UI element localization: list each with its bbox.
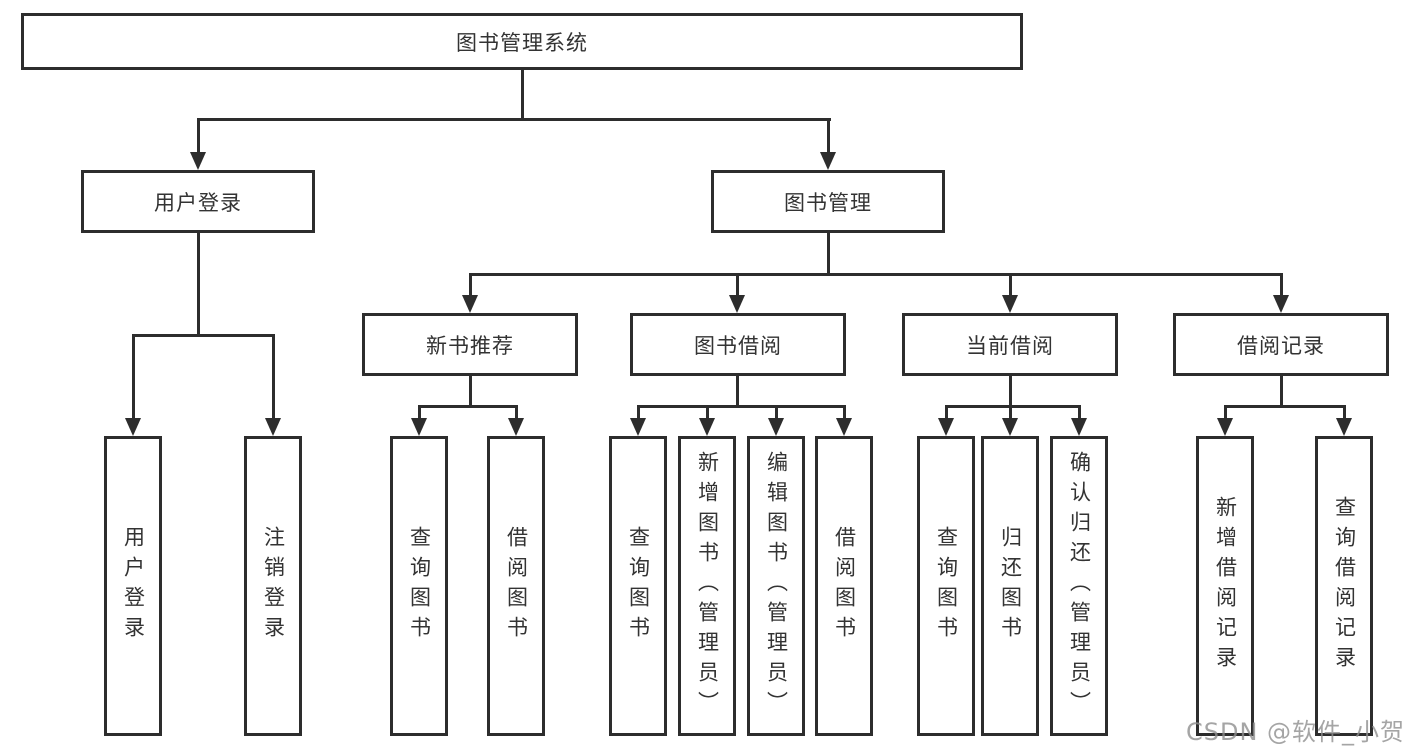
connector-line [827,118,830,154]
connector-line [843,405,846,420]
node-root-box: 图书管理系统 [21,13,1023,70]
connector-line [1280,376,1283,407]
connector-line [197,233,200,337]
arrow-down-icon [1002,295,1018,313]
leaf-borrow-query-books-box: 查询图书 [609,436,667,736]
node-new-book-recommend-box: 新书推荐 [362,313,578,376]
arrow-down-icon [938,418,954,436]
arrow-down-icon [1273,295,1289,313]
connector-line [197,118,831,121]
leaf-current-return-books-box: 归还图书 [981,436,1039,736]
leaf-recommend-query-books-label: 查询图书 [407,526,432,646]
connector-line [1280,273,1283,297]
leaf-recommend-borrow-books-box: 借阅图书 [487,436,545,736]
leaf-records-query-record-box: 查询借阅记录 [1315,436,1373,736]
leaf-user-login-label: 用户登录 [121,526,146,646]
connector-line [827,233,830,276]
connector-line [736,376,739,407]
arrow-down-icon [768,418,784,436]
csdn-watermark: CSDN @软件_小贺同学 [1186,718,1405,746]
leaf-current-query-books-label: 查询图书 [934,526,959,646]
connector-line [521,70,524,121]
connector-line [272,334,275,420]
arrow-down-icon [836,418,852,436]
leaf-records-query-record-label: 查询借阅记录 [1332,496,1357,676]
arrow-down-icon [729,295,745,313]
arrow-down-icon [265,418,281,436]
node-book-management-box: 图书管理 [711,170,945,233]
node-current-borrow-label: 当前借阅 [966,333,1054,358]
arrow-down-icon [699,418,715,436]
node-book-management-label: 图书管理 [784,190,872,215]
connector-line [515,405,518,420]
leaf-records-add-record-box: 新增借阅记录 [1196,436,1254,736]
connector-line [418,405,518,408]
arrow-down-icon [1336,418,1352,436]
connector-line [1224,405,1227,420]
arrow-down-icon [1002,418,1018,436]
node-book-borrow-label: 图书借阅 [694,333,782,358]
connector-line [469,273,472,297]
leaf-user-login-box: 用户登录 [104,436,162,736]
leaf-logout-box: 注销登录 [244,436,302,736]
arrow-down-icon [125,418,141,436]
arrow-down-icon [508,418,524,436]
leaf-recommend-query-books-box: 查询图书 [390,436,448,736]
arrow-down-icon [630,418,646,436]
node-current-borrow-box: 当前借阅 [902,313,1118,376]
connector-line [469,376,472,407]
arrow-down-icon [411,418,427,436]
leaf-current-confirm-return-label: 确认归还（管理员） [1067,451,1092,721]
connector-line [1343,405,1346,420]
arrow-down-icon [190,152,206,170]
connector-line [637,405,846,408]
connector-line [775,405,778,420]
node-borrow-records-label: 借阅记录 [1237,333,1325,358]
connector-line [945,405,1081,408]
leaf-borrow-add-books-label: 新增图书（管理员） [695,451,720,721]
node-user-login-box: 用户登录 [81,170,315,233]
leaf-borrow-borrow-books-box: 借阅图书 [815,436,873,736]
connector-line [1078,405,1081,420]
connector-line [945,405,948,420]
arrow-down-icon [1071,418,1087,436]
leaf-borrow-query-books-label: 查询图书 [626,526,651,646]
connector-line [469,273,1283,276]
leaf-recommend-borrow-books-label: 借阅图书 [504,526,529,646]
arrow-down-icon [1217,418,1233,436]
leaf-borrow-borrow-books-label: 借阅图书 [832,526,857,646]
leaf-current-query-books-box: 查询图书 [917,436,975,736]
leaf-current-confirm-return-box: 确认归还（管理员） [1050,436,1108,736]
arrow-down-icon [820,152,836,170]
connector-line [1009,376,1012,407]
connector-line [1224,405,1346,408]
arrow-down-icon [462,295,478,313]
node-new-book-recommend-label: 新书推荐 [426,333,514,358]
connector-line [132,334,135,420]
connector-line [1009,405,1012,420]
leaf-borrow-edit-books-box: 编辑图书（管理员） [747,436,805,736]
leaf-logout-label: 注销登录 [261,526,286,646]
connector-line [132,334,275,337]
node-book-borrow-box: 图书借阅 [630,313,846,376]
node-root-label: 图书管理系统 [456,30,588,55]
node-user-login-label: 用户登录 [154,190,242,215]
connector-line [706,405,709,420]
connector-line [1009,273,1012,297]
connector-line [418,405,421,420]
connector-line [637,405,640,420]
leaf-borrow-add-books-box: 新增图书（管理员） [678,436,736,736]
node-borrow-records-box: 借阅记录 [1173,313,1389,376]
connector-line [736,273,739,297]
connector-line [197,118,200,154]
leaf-borrow-edit-books-label: 编辑图书（管理员） [764,451,789,721]
leaf-current-return-books-label: 归还图书 [998,526,1023,646]
leaf-records-add-record-label: 新增借阅记录 [1213,496,1238,676]
